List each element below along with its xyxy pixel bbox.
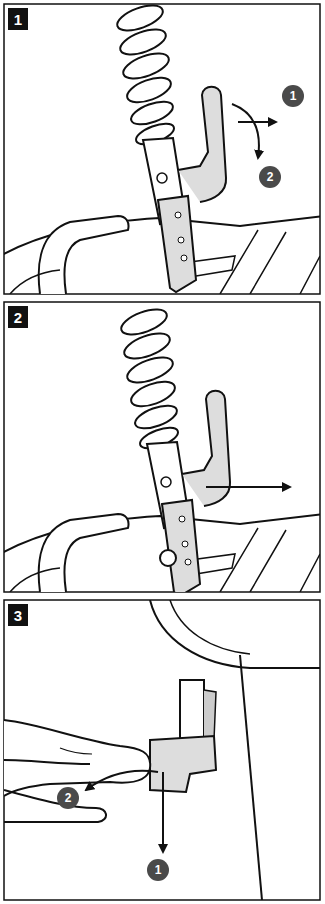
callout-number: 1 xyxy=(147,859,169,881)
callout-number: 2 xyxy=(259,166,281,188)
step-number: 3 xyxy=(8,604,28,626)
step-number: 2 xyxy=(8,306,28,328)
step-number: 1 xyxy=(8,8,28,30)
callout-number: 1 xyxy=(282,85,304,107)
callout-number: 2 xyxy=(57,787,79,809)
